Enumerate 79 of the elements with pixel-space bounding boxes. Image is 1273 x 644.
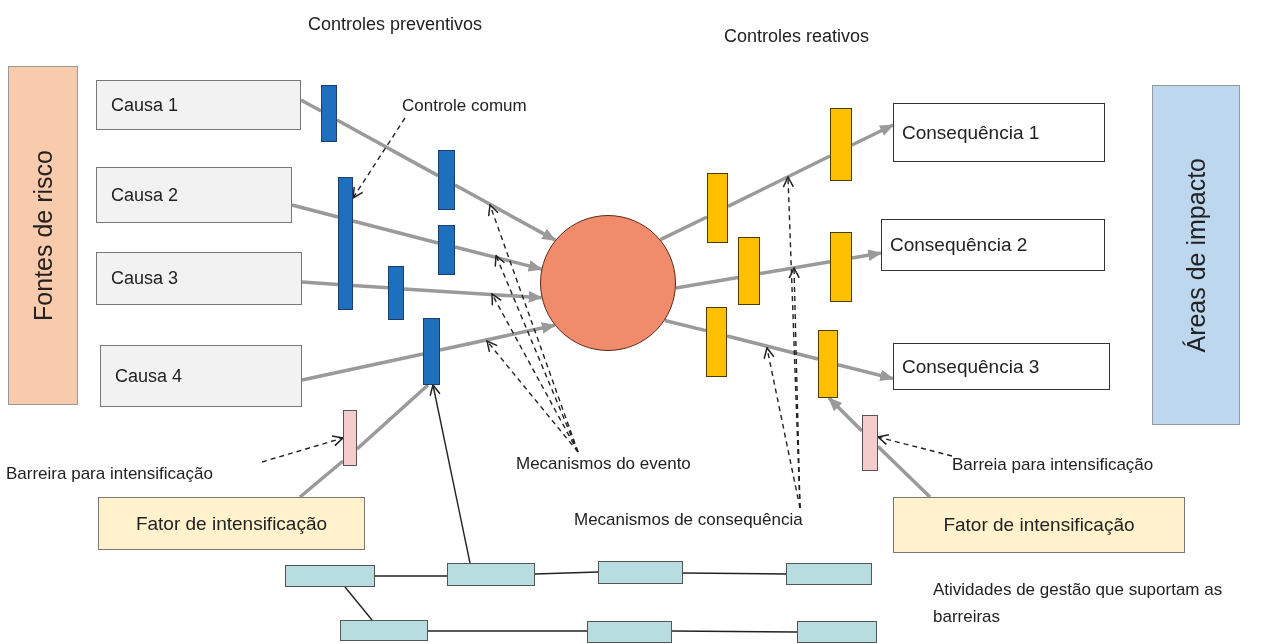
connector-line bbox=[534, 571, 599, 575]
dashed-arrow bbox=[261, 435, 344, 463]
connector-line bbox=[675, 275, 739, 290]
activity-box bbox=[797, 621, 877, 643]
cause-box: Causa 1 bbox=[96, 80, 301, 130]
dashed-arrow bbox=[494, 254, 579, 453]
connector-line bbox=[301, 352, 424, 382]
arrow bbox=[439, 322, 556, 352]
connector-line bbox=[727, 154, 831, 208]
dashed-arrow bbox=[486, 340, 579, 453]
activity-box bbox=[598, 561, 683, 584]
connector-line bbox=[301, 280, 339, 287]
connector-line bbox=[664, 318, 707, 333]
category-band: Áreas de impacto bbox=[1152, 85, 1240, 425]
barrier-bar bbox=[423, 318, 440, 385]
dashed-arrow bbox=[877, 433, 953, 457]
connector-line bbox=[352, 283, 389, 290]
cause-box: Causa 4 bbox=[100, 345, 302, 407]
arrow bbox=[837, 363, 895, 382]
arrow bbox=[827, 396, 864, 433]
activity-box bbox=[786, 563, 872, 585]
activity-box bbox=[447, 563, 535, 586]
escalation-barrier-bar bbox=[343, 410, 357, 466]
note-text: Atividades de gestão que suportam as barreiras bbox=[933, 579, 1224, 629]
barrier-bar bbox=[830, 108, 852, 181]
escalation-barrier-bar bbox=[862, 415, 878, 471]
consequence-box: Consequência 1 bbox=[893, 103, 1105, 162]
factor-box: Fator de intensificação bbox=[98, 497, 365, 550]
connector-line bbox=[336, 118, 439, 178]
barrier-bar bbox=[438, 150, 455, 210]
connector-line bbox=[374, 575, 448, 577]
barrier-bar bbox=[388, 266, 404, 320]
annotation-text: Controle comum bbox=[402, 94, 562, 118]
arrow bbox=[454, 245, 543, 272]
cause-box: Causa 2 bbox=[96, 167, 292, 223]
connector-line bbox=[300, 98, 322, 113]
dashed-arrow bbox=[763, 347, 801, 509]
barrier-bar bbox=[706, 307, 727, 377]
connector-line bbox=[726, 334, 819, 361]
dashed-arrow bbox=[788, 267, 801, 509]
annotation-text: Mecanismos do evento bbox=[516, 452, 740, 476]
barrier-bar bbox=[738, 237, 760, 305]
arrow bbox=[429, 384, 471, 564]
arrow bbox=[851, 249, 883, 261]
activity-box bbox=[285, 565, 375, 587]
cause-box: Causa 3 bbox=[96, 252, 302, 305]
connector-line bbox=[352, 219, 439, 245]
connector-line bbox=[759, 259, 831, 276]
dashed-arrow bbox=[491, 293, 579, 453]
connector-line bbox=[291, 203, 339, 219]
barrier-bar bbox=[707, 173, 728, 243]
factor-box: Fator de intensificação bbox=[893, 497, 1185, 553]
barrier-bar bbox=[338, 177, 353, 310]
annotation-text: Mecanismos de consequência bbox=[574, 508, 864, 532]
arrow bbox=[403, 287, 543, 303]
arrow bbox=[454, 183, 557, 242]
dashed-arrow bbox=[352, 117, 406, 199]
barrier-bar bbox=[321, 85, 337, 142]
section-heading: Controles reativos bbox=[724, 25, 870, 48]
consequence-box: Consequência 2 bbox=[881, 219, 1105, 271]
arrow bbox=[851, 123, 895, 147]
activity-box bbox=[340, 620, 428, 641]
barrier-bar bbox=[438, 225, 455, 275]
connector-line bbox=[427, 630, 588, 632]
connector-line bbox=[659, 215, 708, 242]
section-heading: Controles preventivos bbox=[308, 13, 483, 36]
connector-line bbox=[344, 586, 373, 621]
annotation-text: Barreira para intensificação bbox=[6, 462, 268, 486]
activity-box bbox=[587, 621, 672, 643]
connector-line bbox=[298, 459, 345, 499]
category-band: Fontes de risco bbox=[8, 66, 78, 405]
connector-line bbox=[682, 572, 787, 575]
barrier-bar bbox=[830, 232, 852, 302]
consequence-box: Consequência 3 bbox=[893, 343, 1110, 390]
barrier-bar bbox=[818, 330, 838, 398]
connector-line bbox=[876, 445, 932, 499]
connector-line bbox=[355, 383, 430, 451]
connector-line bbox=[671, 630, 798, 633]
annotation-text: Barreia para intensificação bbox=[952, 453, 1208, 477]
